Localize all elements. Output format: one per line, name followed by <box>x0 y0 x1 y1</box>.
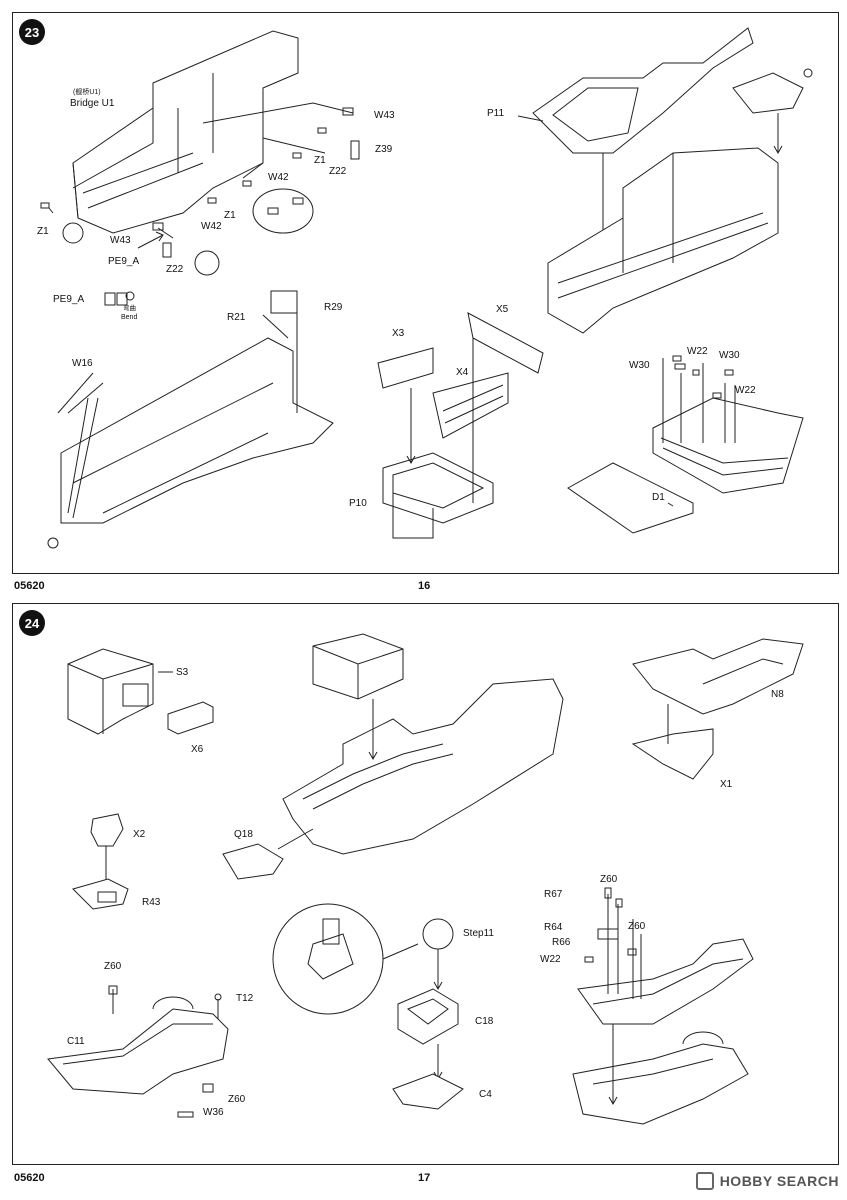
label-w30: W30 <box>719 350 740 361</box>
label-pe9a: PE9_A <box>108 256 140 267</box>
label-w16: W16 <box>72 358 93 369</box>
label-z60: Z60 <box>104 961 122 972</box>
label-w36: W36 <box>203 1107 224 1118</box>
label-bridge-cn: (舰桥U1) <box>73 89 101 96</box>
label-z22: Z22 <box>166 264 184 275</box>
label-w42: W42 <box>201 221 222 232</box>
label-z1: Z1 <box>224 210 236 221</box>
label-step11: Step11 <box>463 928 494 939</box>
label-c11: C11 <box>67 1036 85 1047</box>
label-w22: W22 <box>735 385 756 396</box>
step-23-assembly-drawing <box>40 27 813 549</box>
label-z1: Z1 <box>37 226 49 237</box>
catalog-code: 05620 <box>14 580 45 592</box>
label-w42: W42 <box>268 172 289 183</box>
label-r29: R29 <box>324 302 343 313</box>
label-x4: X4 <box>456 367 469 378</box>
label-q18: Q18 <box>234 829 253 840</box>
label-p10: P10 <box>349 498 367 509</box>
label-r67: R67 <box>544 889 563 900</box>
label-z60: Z60 <box>628 921 646 932</box>
label-n8: N8 <box>771 689 784 700</box>
label-r43: R43 <box>142 897 161 908</box>
label-bend: Bend <box>121 314 138 321</box>
catalog-code: 05620 <box>14 1172 45 1184</box>
label-x3: X3 <box>392 328 405 339</box>
page-number: 17 <box>418 1172 431 1184</box>
label-s3: S3 <box>176 667 189 678</box>
label-w43: W43 <box>110 235 131 246</box>
label-t12: T12 <box>236 993 254 1004</box>
label-x5: X5 <box>496 304 509 315</box>
label-d1: D1 <box>652 492 665 503</box>
label-c4: C4 <box>479 1089 492 1100</box>
step-24-panel: 24 <box>12 603 839 1165</box>
label-r64: R64 <box>544 922 563 933</box>
watermark-text: HOBBY SEARCH <box>719 1173 839 1189</box>
label-w22: W22 <box>687 346 708 357</box>
label-z39: Z39 <box>375 144 393 155</box>
hobby-search-logo-icon <box>695 1172 714 1190</box>
label-w22: W22 <box>540 954 561 965</box>
watermark: HOBBY SEARCH <box>695 1172 839 1190</box>
step-number-badge: 23 <box>19 19 45 45</box>
step-23-panel: 23 <box>12 12 839 574</box>
step-24-assembly-drawing <box>47 633 804 1125</box>
label-c18: C18 <box>475 1016 494 1027</box>
page-number: 16 <box>418 580 431 592</box>
label-w43: W43 <box>374 110 395 121</box>
step-number-badge: 24 <box>19 610 45 636</box>
label-bridge-u1: Bridge U1 <box>70 98 115 109</box>
label-z1: Z1 <box>314 155 326 166</box>
label-x2: X2 <box>133 829 146 840</box>
label-w30: W30 <box>629 360 650 371</box>
label-x6: X6 <box>191 744 204 755</box>
label-r66: R66 <box>552 937 571 948</box>
label-pe9a: PE9_A <box>53 294 85 305</box>
label-z22: Z22 <box>329 166 347 177</box>
label-x1: X1 <box>720 779 733 790</box>
label-r21: R21 <box>227 312 246 323</box>
label-z60: Z60 <box>228 1094 246 1105</box>
label-p11: P11 <box>487 108 505 119</box>
label-z60: Z60 <box>600 874 618 885</box>
label-bend-cn: 弯曲 <box>123 305 136 312</box>
